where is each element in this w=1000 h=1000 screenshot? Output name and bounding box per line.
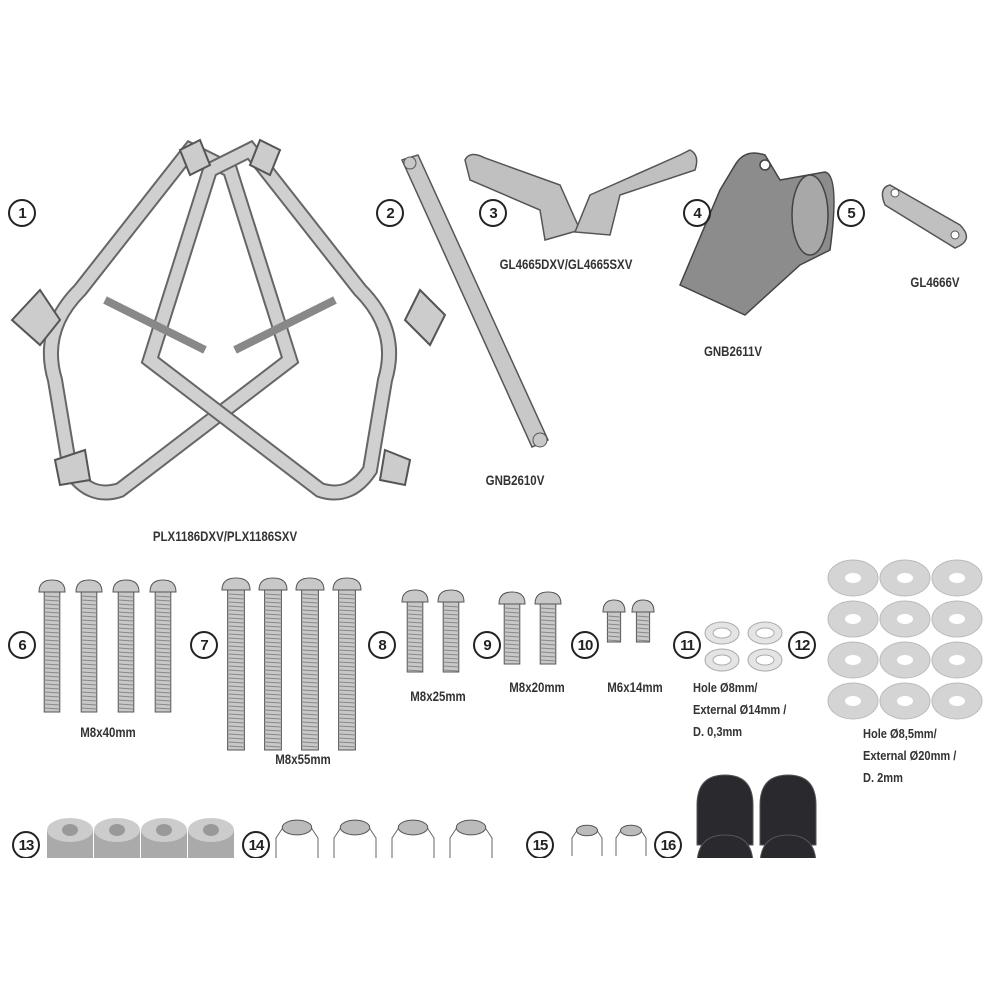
- bolt-head: [332, 577, 362, 591]
- bolt-head: [38, 579, 66, 593]
- washer-hole: [897, 696, 913, 706]
- washer-hole: [897, 655, 913, 665]
- part-number-11: 11: [673, 631, 701, 659]
- washer-hole: [712, 627, 732, 639]
- part-number-5: 5: [837, 199, 865, 227]
- washer-hole: [845, 696, 861, 706]
- spec-line: D. 0,3mm: [693, 724, 743, 739]
- bolt-head: [602, 599, 626, 613]
- part-number-12: 12: [788, 631, 816, 659]
- bolt-head: [221, 577, 251, 591]
- bolt-shank: [606, 611, 622, 643]
- link-gl4666v: [881, 184, 968, 249]
- part-number-8: 8: [368, 631, 396, 659]
- label-gnb2610v: GNB2610V: [485, 472, 545, 488]
- washer-hole: [949, 614, 965, 624]
- bolt-head: [149, 579, 177, 593]
- part-number-1: 1: [8, 199, 36, 227]
- label-m8x55: M8x55mm: [275, 751, 331, 767]
- washer-hole: [845, 655, 861, 665]
- washer-hole: [949, 655, 965, 665]
- part-number-13: 13: [12, 831, 40, 859]
- part-number-6: 6: [8, 631, 36, 659]
- bolt-head: [631, 599, 655, 613]
- nut-top: [620, 824, 642, 837]
- spec-line: External Ø14mm /: [693, 702, 787, 717]
- part-number-10: 10: [571, 631, 599, 659]
- washer-hole: [949, 696, 965, 706]
- label-gnb2611v: GNB2611V: [703, 343, 763, 359]
- spec-line: Hole Ø8,5mm/: [863, 726, 937, 741]
- bolt-head: [112, 579, 140, 593]
- washer-hole: [845, 614, 861, 624]
- part-number-15: 15: [526, 831, 554, 859]
- part-number-9: 9: [473, 631, 501, 659]
- image-crop-area: [0, 858, 1000, 1000]
- bolt-head: [401, 589, 429, 603]
- washer-hole: [897, 614, 913, 624]
- cap-nut: [696, 774, 754, 846]
- washer-hole: [712, 654, 732, 666]
- spacer-hole: [62, 824, 78, 836]
- bolt-shank: [635, 611, 651, 643]
- bolt-shank: [406, 601, 424, 673]
- nut-top: [576, 824, 598, 837]
- bolt-head: [75, 579, 103, 593]
- part-number-14: 14: [242, 831, 270, 859]
- spec-washer-11: Hole Ø8mm/ External Ø14mm / D. 0,3mm: [693, 677, 786, 743]
- label-m8x25: M8x25mm: [410, 688, 466, 704]
- washer-hole: [949, 573, 965, 583]
- nut-top: [281, 819, 313, 836]
- spec-washer-12: Hole Ø8,5mm/ External Ø20mm / D. 2mm: [863, 723, 956, 789]
- washer-hole: [755, 627, 775, 639]
- washer-hole: [755, 654, 775, 666]
- spacer-hole: [109, 824, 125, 836]
- label-gl4666v: GL4666V: [910, 274, 960, 290]
- spacer-hole: [156, 824, 172, 836]
- spec-line: Hole Ø8mm/: [693, 680, 758, 695]
- spec-line: External Ø20mm /: [863, 748, 957, 763]
- label-m8x20: M8x20mm: [509, 679, 565, 695]
- bolt-head: [534, 591, 562, 605]
- bolt-head: [295, 577, 325, 591]
- part-number-3: 3: [479, 199, 507, 227]
- spec-line: D. 2mm: [863, 770, 903, 785]
- part-number-16: 16: [654, 831, 682, 859]
- bolt-head: [437, 589, 465, 603]
- cap-nut: [759, 774, 817, 846]
- label-m8x40: M8x40mm: [80, 724, 136, 740]
- frame-plx1186: [10, 138, 447, 501]
- nut-top: [455, 819, 487, 836]
- bracket-gnb2611v: [679, 152, 835, 316]
- plates-gl4665: [464, 149, 698, 241]
- label-plx1186: PLX1186DXV/PLX1186SXV: [152, 528, 298, 544]
- nut-top: [339, 819, 371, 836]
- label-m6x14: M6x14mm: [607, 679, 663, 695]
- washer-hole: [897, 573, 913, 583]
- bolt-head: [258, 577, 288, 591]
- spacer-hole: [203, 824, 219, 836]
- bolt-head: [498, 591, 526, 605]
- part-number-7: 7: [190, 631, 218, 659]
- bolt-shank: [442, 601, 460, 673]
- washer-hole: [845, 573, 861, 583]
- part-number-2: 2: [376, 199, 404, 227]
- bar-gnb2610v: [400, 154, 549, 448]
- part-number-4: 4: [683, 199, 711, 227]
- label-gl4665: GL4665DXV/GL4665SXV: [499, 256, 633, 272]
- nut-top: [397, 819, 429, 836]
